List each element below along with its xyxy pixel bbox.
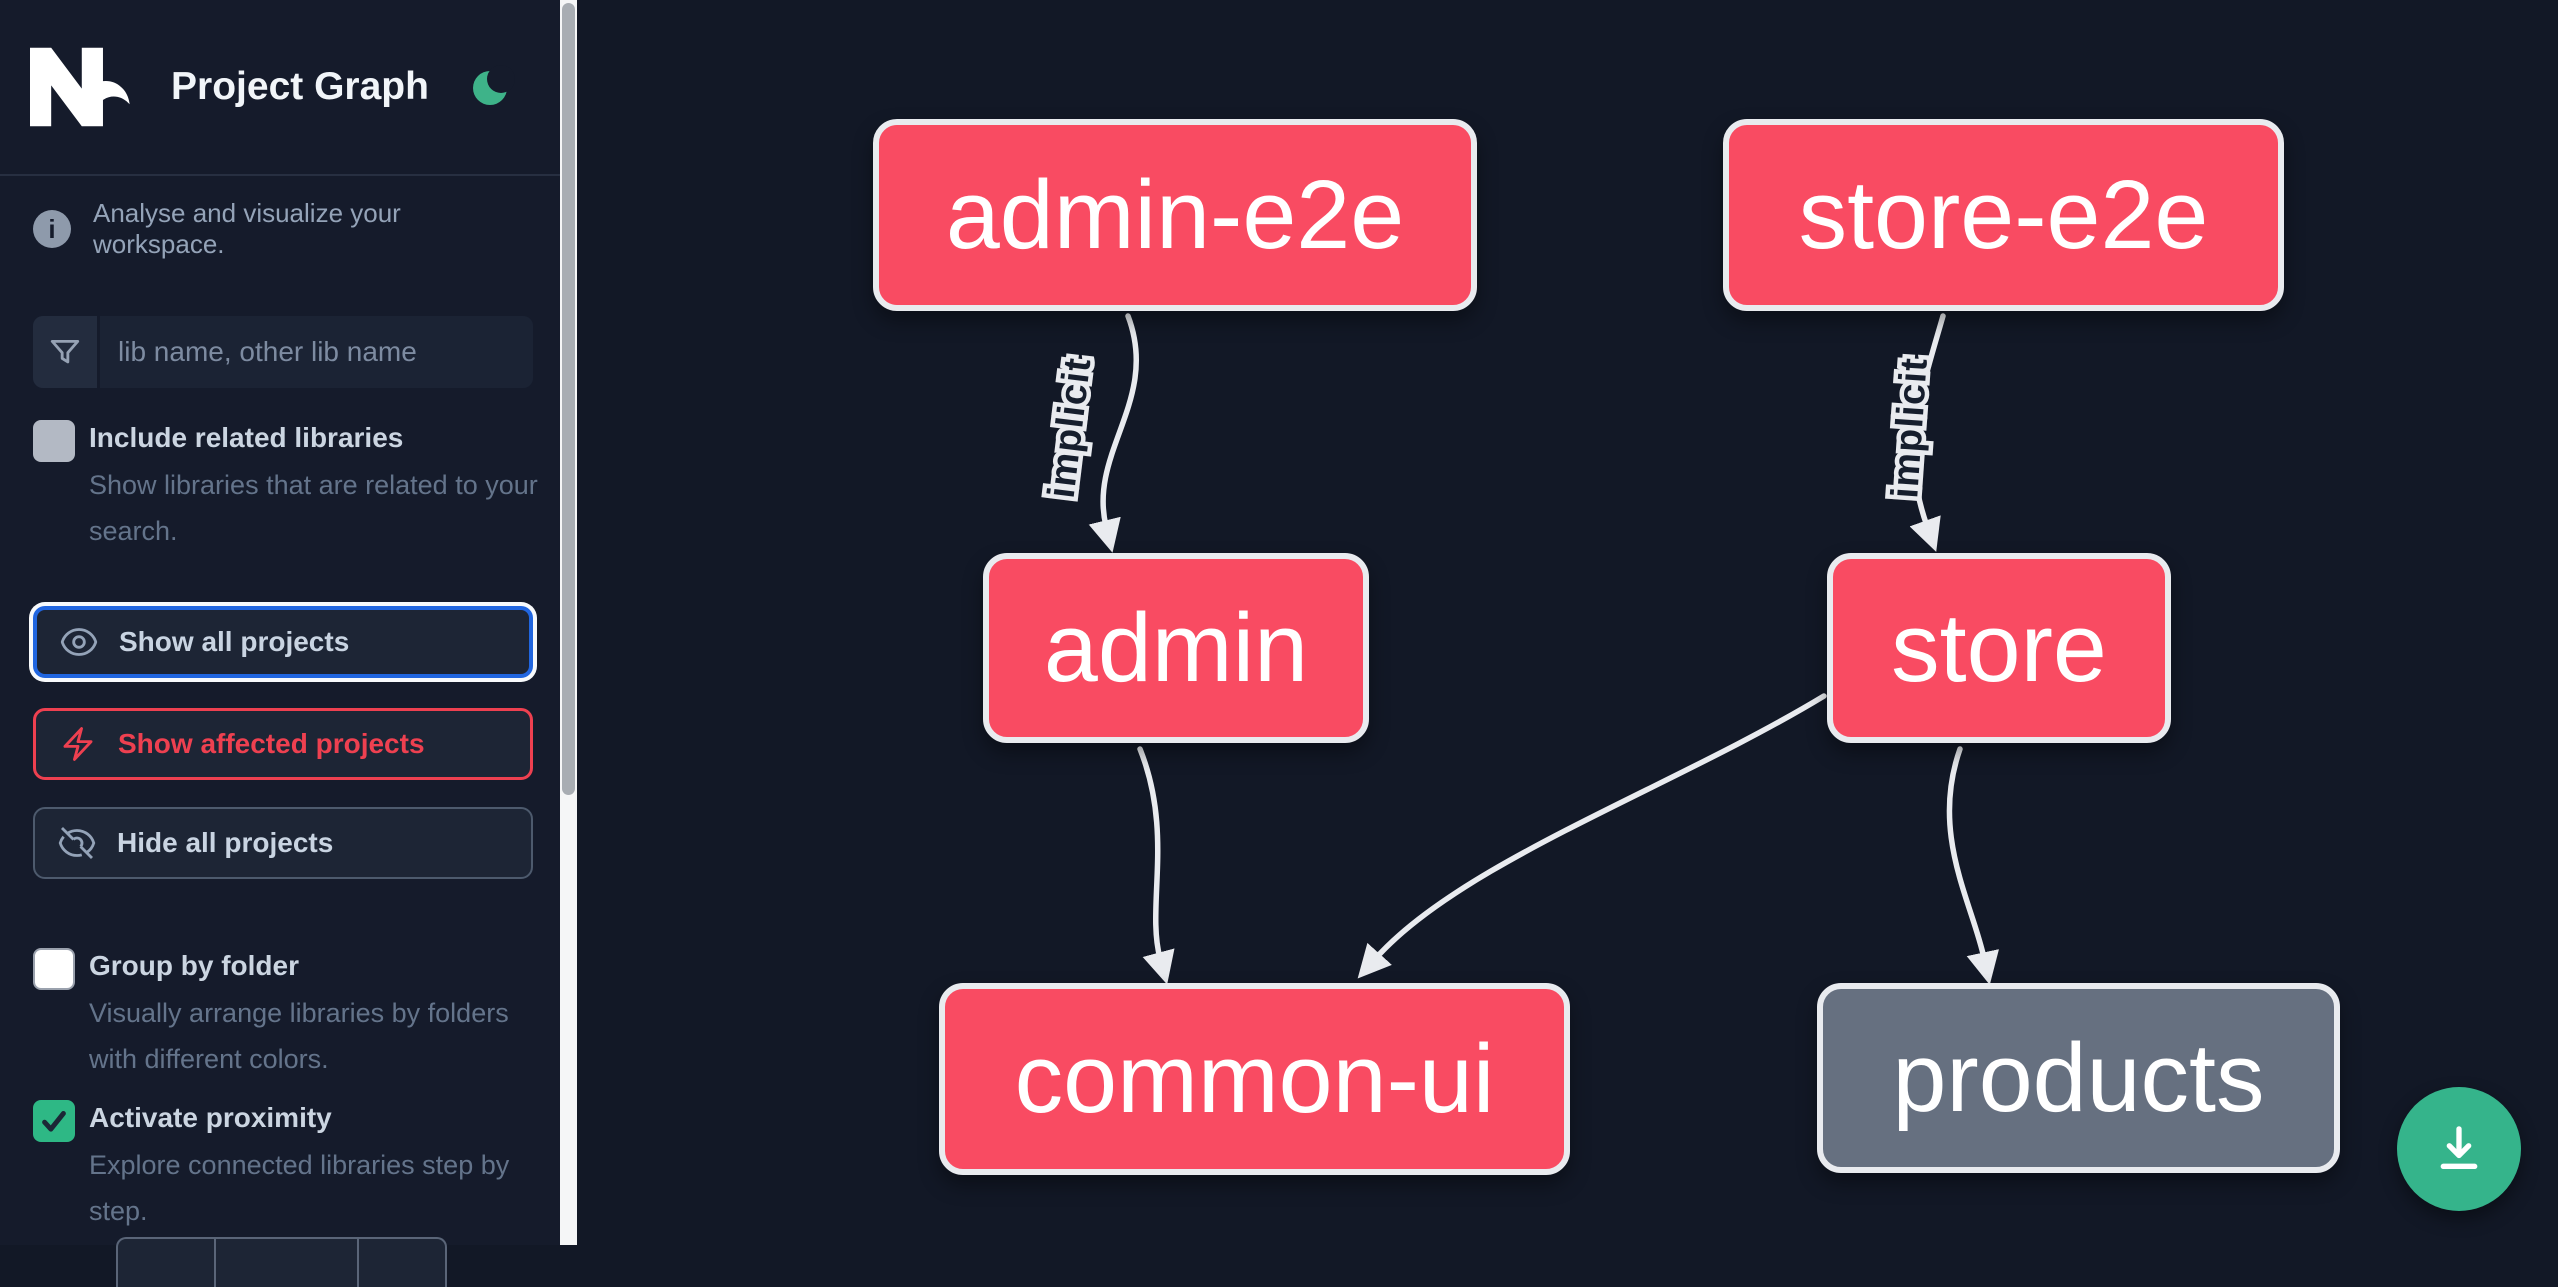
- include-related-label[interactable]: Include related libraries: [89, 422, 404, 453]
- show-affected-projects-button[interactable]: Show affected projects: [33, 708, 533, 780]
- graph-node-admin-e2e[interactable]: admin-e2e: [873, 119, 1477, 311]
- workspace-tagline: i Analyse and visualize your workspace.: [33, 198, 533, 260]
- hide-all-projects-button[interactable]: Hide all projects: [33, 807, 533, 879]
- graph-node-store-e2e[interactable]: store-e2e: [1723, 119, 2284, 311]
- sidebar: Project Graph i Analyse and visualize yo…: [0, 0, 560, 1287]
- graph-node-label: store: [1891, 593, 2107, 702]
- sidebar-scrollbar-track: [560, 0, 577, 1245]
- graph-node-products[interactable]: products: [1817, 983, 2340, 1173]
- filter-funnel-icon: [33, 316, 100, 388]
- group-by-folder-desc: Visually arrange libraries by folders wi…: [89, 998, 509, 1074]
- edge-label-admin-e2e-to-admin: implicit: [1041, 355, 1100, 500]
- eye-off-icon: [57, 823, 97, 863]
- group-by-folder-row: Group by folder Visually arrange librari…: [33, 948, 513, 1082]
- bolt-icon: [58, 724, 98, 764]
- tagline-text: Analyse and visualize your workspace.: [93, 198, 401, 259]
- page-title: Project Graph: [171, 65, 429, 108]
- theme-toggle-moon-icon[interactable]: [468, 63, 516, 111]
- include-related-desc: Show libraries that are related to your …: [89, 470, 538, 546]
- graph-node-store[interactable]: store: [1827, 553, 2171, 743]
- search-input[interactable]: [100, 316, 533, 388]
- edge-label-store-e2e-to-store: implicit: [1884, 356, 1936, 500]
- graph-node-label: common-ui: [1014, 1024, 1495, 1133]
- graph-node-label: admin-e2e: [945, 160, 1405, 269]
- search-box: [33, 316, 533, 388]
- proximity-depth-value: [214, 1239, 357, 1287]
- proximity-increment-button[interactable]: [357, 1239, 445, 1287]
- show-all-projects-label: Show all projects: [119, 626, 350, 657]
- edges-layer: implicit implicit: [1036, 313, 1999, 985]
- graph-node-common-ui[interactable]: common-ui: [939, 983, 1570, 1175]
- hide-all-projects-label: Hide all projects: [117, 827, 334, 858]
- group-by-folder-checkbox[interactable]: [33, 948, 75, 990]
- eye-icon: [59, 622, 99, 662]
- sidebar-header: Project Graph: [0, 0, 560, 176]
- activate-proximity-label[interactable]: Activate proximity: [89, 1102, 332, 1133]
- edge-store-e2e-to-store: [1909, 313, 1946, 552]
- activate-proximity-desc: Explore connected libraries step by step…: [89, 1150, 510, 1226]
- activate-proximity-row: Activate proximity Explore connected lib…: [33, 1100, 513, 1234]
- edge-store-to-common-ui: [1357, 693, 1827, 979]
- edge-admin-to-common-ui: [1137, 746, 1175, 985]
- proximity-decrement-button[interactable]: [118, 1239, 214, 1287]
- download-icon: [2430, 1118, 2488, 1181]
- graph-node-label: products: [1892, 1023, 2265, 1132]
- activate-proximity-checkbox[interactable]: [33, 1100, 75, 1142]
- graph-node-admin[interactable]: admin: [983, 553, 1369, 743]
- nx-logo: [30, 43, 132, 131]
- graph-node-label: admin: [1043, 593, 1309, 702]
- edge-admin-e2e-to-admin: [1088, 313, 1140, 553]
- show-affected-projects-label: Show affected projects: [118, 728, 425, 759]
- graph-node-label: store-e2e: [1798, 160, 2209, 269]
- graph-canvas[interactable]: implicit implicit admin-e2e store-e2e admin s…: [0, 0, 2558, 1245]
- info-icon: i: [33, 210, 71, 248]
- include-related-checkbox[interactable]: [33, 420, 75, 462]
- edge-store-to-products: [1946, 746, 1999, 985]
- save-image-button[interactable]: [2397, 1087, 2521, 1211]
- include-related-row: Include related libraries Show libraries…: [33, 420, 538, 554]
- group-by-folder-label[interactable]: Group by folder: [89, 950, 299, 981]
- show-all-projects-button[interactable]: Show all projects: [33, 606, 533, 678]
- sidebar-scrollbar-thumb[interactable]: [562, 3, 575, 795]
